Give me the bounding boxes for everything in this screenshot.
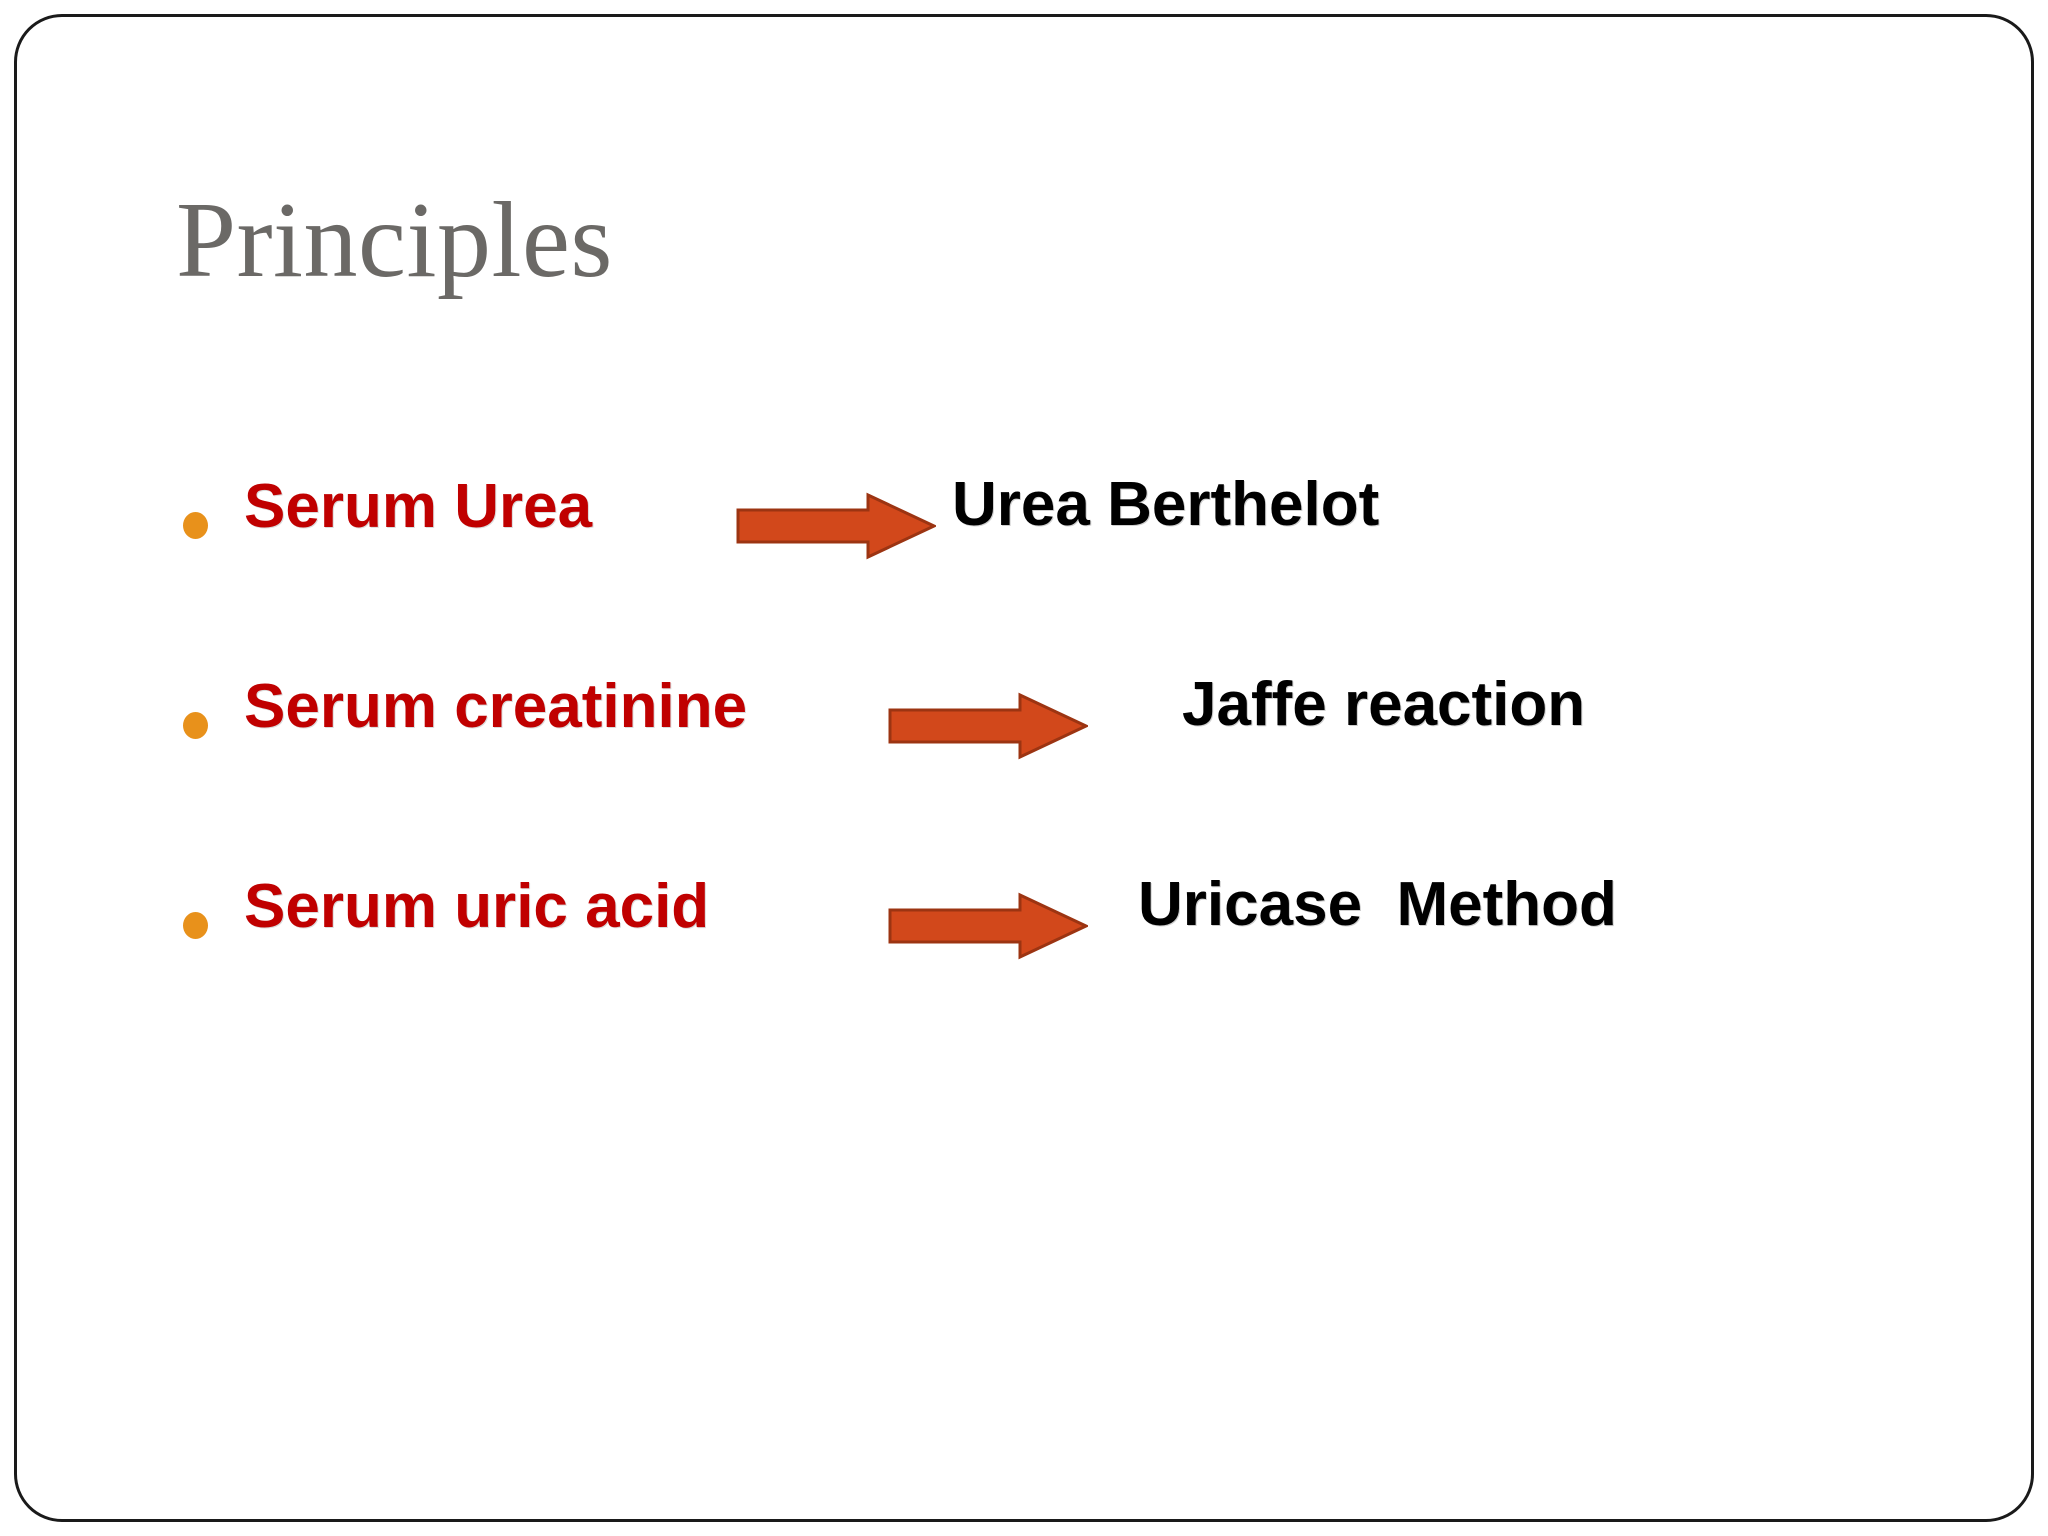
- right-arrow-icon: [888, 692, 1088, 760]
- method-label: Uricase Method: [1138, 870, 1617, 939]
- list-item: Serum uric acid Uricase Method: [0, 870, 2048, 1070]
- page-title: Principles: [176, 181, 613, 300]
- bullet-dot-icon: [183, 712, 208, 739]
- right-arrow-icon: [736, 492, 936, 560]
- bullet-dot-icon: [183, 512, 208, 539]
- method-label: Urea Berthelot: [952, 470, 1380, 539]
- bullet-list: Serum Urea Urea Berthelot Serum creatini…: [0, 470, 2048, 1070]
- list-item: Serum creatinine Jaffe reaction: [0, 670, 2048, 870]
- analyte-label: Serum creatinine: [244, 672, 748, 741]
- analyte-label: Serum Urea: [244, 472, 593, 541]
- method-label: Jaffe reaction: [1182, 670, 1586, 739]
- right-arrow-icon: [888, 892, 1088, 960]
- bullet-dot-icon: [183, 912, 208, 939]
- list-item: Serum Urea Urea Berthelot: [0, 470, 2048, 670]
- analyte-label: Serum uric acid: [244, 872, 710, 941]
